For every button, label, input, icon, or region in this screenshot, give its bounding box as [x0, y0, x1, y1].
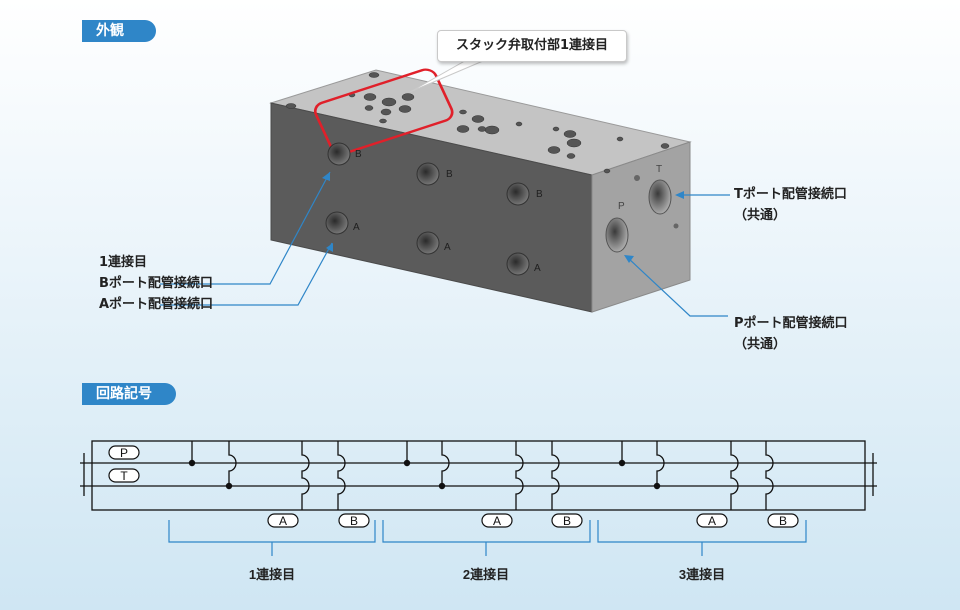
manifold-block: B B B A A A T P [269, 68, 692, 313]
left-leader-lines [160, 171, 333, 306]
label-b-port: Bポート配管接続口 [99, 276, 213, 291]
a-port-label-2: A [493, 514, 501, 528]
a-port-label-3: A [708, 514, 716, 528]
stack-valve-mount-highlight [313, 68, 454, 155]
label-t-port: Tポート配管接続口 [734, 187, 847, 202]
top-face-holes [285, 72, 670, 174]
circuit-symbol [80, 440, 877, 511]
station-1-label: 1連接目 [249, 567, 295, 582]
station-brackets [168, 520, 807, 556]
p-port-label-box [108, 445, 140, 460]
arrow-head [322, 172, 330, 181]
arrow-head [326, 243, 333, 252]
label-p-common: （共通） [734, 337, 787, 352]
t-port-label-box [108, 468, 140, 483]
t-port-hole [648, 179, 672, 215]
arrow-head [675, 191, 684, 199]
b-port-label-3: B [779, 514, 787, 528]
front-a-ports [325, 211, 530, 276]
engraved-a-3: A [534, 263, 541, 274]
t-port-label: T [120, 469, 128, 483]
b-port-label-1: B [350, 514, 358, 528]
a-port-label-1: A [279, 514, 287, 528]
stack-valve-callout: スタック弁取付部1連接目 [437, 30, 627, 62]
p-port-hole [605, 217, 629, 253]
engraved-p: P [618, 201, 625, 212]
label-station-1: 1連接目 [99, 255, 148, 270]
right-leader-lines [627, 194, 730, 317]
engraved-b-1: B [355, 149, 362, 160]
arrow-head [624, 255, 634, 263]
circuit-outline [91, 440, 866, 511]
section-tag-circuit-symbol: 回路記号 [82, 383, 176, 405]
section-tag-exterior: 外観 [82, 20, 156, 42]
engraved-a-1: A [353, 222, 360, 233]
engraved-b-3: B [536, 189, 543, 200]
junction-dots [188, 459, 661, 490]
small-hole [673, 223, 679, 229]
label-a-port: Aポート配管接続口 [99, 297, 214, 312]
label-t-common: （共通） [734, 208, 787, 223]
label-p-port: Pポート配管接続口 [734, 316, 848, 331]
station-3-label: 3連接目 [679, 567, 725, 582]
small-hole [634, 175, 640, 181]
b-port-label-2: B [563, 514, 571, 528]
engraved-a-2: A [444, 242, 451, 253]
engraved-t: T [656, 164, 662, 175]
station-2-label: 2連接目 [463, 567, 509, 582]
p-port-label: P [120, 446, 128, 460]
engraved-b-2: B [446, 169, 453, 180]
front-b-ports [327, 142, 530, 206]
